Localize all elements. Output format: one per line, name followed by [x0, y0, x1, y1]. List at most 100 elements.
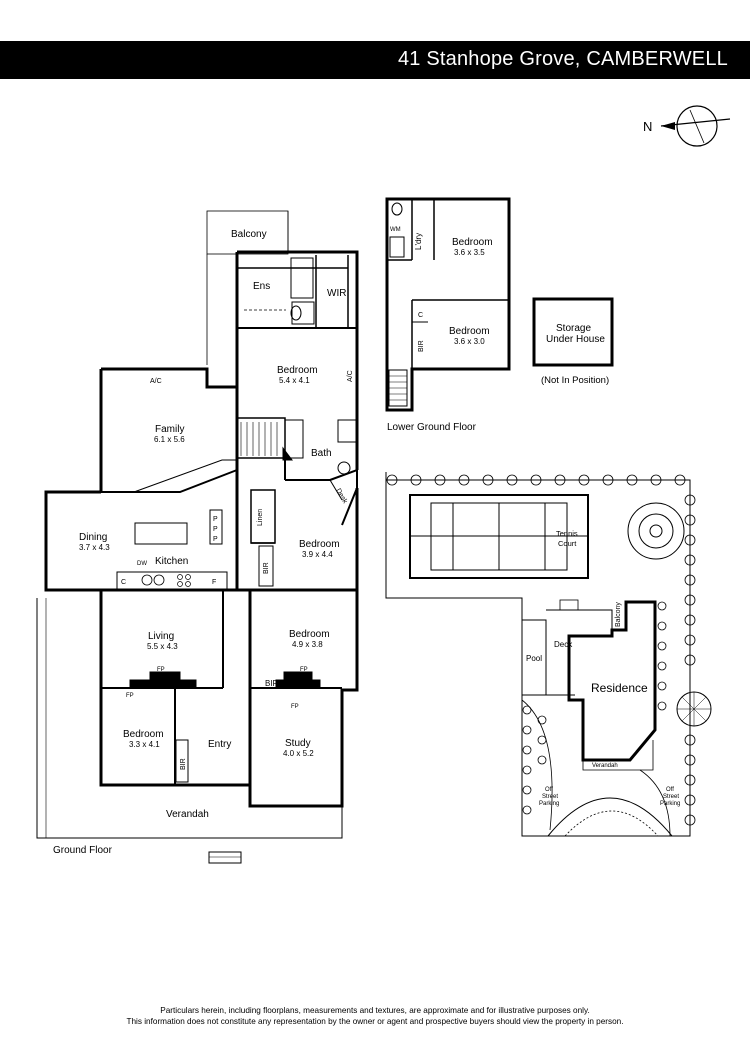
kitchen-island [134, 522, 188, 545]
label-site-deck: Deck [554, 640, 573, 649]
label-study: Study [285, 738, 311, 749]
label-site-verandah: Verandah [592, 763, 618, 769]
label-lg-bedroom-a-dims: 3.6 x 3.5 [454, 248, 485, 257]
label-lg-bedroom-b: Bedroom [449, 326, 490, 337]
label-parking-left-3: Parking [539, 801, 559, 807]
site-plan [385, 472, 712, 837]
label-dining: Dining [79, 532, 107, 543]
label-ground-floor: Ground Floor [53, 845, 113, 856]
lower-ground-floor-labels: WM L'dry Bedroom 3.6 x 3.5 C BIR Bedroom… [387, 227, 493, 433]
label-bedroom-2: Bedroom [299, 539, 340, 550]
shower-icon [291, 301, 315, 325]
lower-ground-floor-plan [385, 197, 511, 412]
label-residence: Residence [591, 681, 648, 695]
lower-walls [99, 590, 250, 787]
verandah-steps [208, 851, 242, 864]
label-lg-bir: BIR [418, 340, 425, 352]
label-fp-4: FP [291, 704, 299, 710]
sink-icon [141, 574, 153, 586]
lg-toilet-icon [391, 202, 403, 216]
label-bedroom-4: Bedroom [123, 729, 164, 740]
label-entry: Entry [208, 739, 231, 750]
label-pantry-1: P [213, 516, 218, 523]
dining-walls [44, 490, 101, 592]
label-fridge: F [212, 579, 216, 586]
label-storage-2: Under House [546, 334, 605, 345]
compass-circle-icon [676, 105, 718, 147]
pantry [209, 509, 223, 545]
storage-outline [532, 297, 614, 367]
bathtub-icon [290, 257, 314, 299]
label-parking-right-3: Parking [660, 801, 680, 807]
label-bath: Bath [311, 448, 332, 459]
fireplace-study-icon [275, 671, 321, 689]
compass-north-label: N [643, 119, 652, 134]
disclaimer: Particulars herein, including floorplans… [0, 1005, 750, 1027]
label-wir: WIR [327, 288, 346, 299]
label-linen: Linen [257, 509, 264, 526]
label-ldry: L'dry [414, 233, 423, 250]
label-kitchen: Kitchen [155, 556, 188, 567]
label-bedroom-3-dims: 4.9 x 3.8 [292, 640, 323, 649]
label-master-bedroom: Bedroom [277, 365, 318, 376]
label-cupboard: C [121, 579, 126, 586]
verandah-outline [36, 598, 343, 839]
label-lg-bedroom-b-dims: 3.6 x 3.0 [454, 337, 485, 346]
label-bedroom-3: Bedroom [289, 629, 330, 640]
label-fp-3: FP [300, 667, 308, 673]
tree-row-top-icon [386, 474, 686, 486]
disclaimer-line-1: Particulars herein, including floorplans… [160, 1006, 590, 1015]
label-lg-bedroom-a: Bedroom [452, 237, 493, 248]
label-living-dims: 5.5 x 4.3 [147, 642, 178, 651]
bir-cupboard-1 [258, 545, 274, 587]
lg-laundry-tub [389, 236, 405, 258]
label-bir-3: BIR [180, 758, 187, 770]
stairs-icon [236, 417, 286, 459]
label-bir-2: BIR [265, 679, 279, 688]
label-family: Family [155, 424, 184, 435]
site-steps [559, 599, 579, 611]
label-master-bedroom-dims: 5.4 x 4.1 [279, 376, 310, 385]
family-walls [101, 367, 237, 389]
label-parking-right-1: Off [666, 787, 674, 793]
label-storage-note: (Not In Position) [541, 375, 609, 386]
label-family-dims: 6.1 x 5.6 [154, 435, 185, 444]
label-verandah: Verandah [166, 809, 209, 820]
label-site-balcony: Balcony [615, 602, 622, 627]
compass: N [643, 105, 731, 147]
ground-floor-plan [36, 210, 359, 864]
bath-tub-icon [284, 419, 304, 459]
title-bar: 41 Stanhope Grove, CAMBERWELL [0, 41, 750, 79]
label-dw: DW [137, 561, 147, 567]
residence-outline [567, 600, 657, 762]
label-living: Living [148, 631, 174, 642]
label-desk: Desk [334, 488, 348, 506]
site-plan-labels: Tennis Court Balcony Deck Pool Residence… [526, 529, 680, 807]
label-parking-right-2: Street [663, 794, 679, 800]
tree-row-right-icon [657, 494, 696, 826]
label-bedroom-2-dims: 3.9 x 4.4 [302, 550, 333, 559]
property-address: 41 Stanhope Grove, CAMBERWELL [397, 48, 728, 70]
label-pantry-3: P [213, 536, 218, 543]
label-fp-1: FP [157, 667, 165, 673]
driveway-arc [547, 797, 673, 837]
lower-ground-walls [385, 197, 511, 412]
label-pantry-2: P [213, 526, 218, 533]
label-ens: Ens [253, 281, 270, 292]
bir-cupboard-3 [175, 739, 189, 783]
label-study-dims: 4.0 x 5.2 [283, 749, 314, 758]
label-parking-left-2: Street [542, 794, 558, 800]
site-boundary [385, 472, 691, 837]
storage-block: Storage Under House (Not In Position) [532, 297, 614, 386]
kitchen-bench [116, 571, 228, 590]
label-ac-family: A/C [150, 378, 162, 385]
cooktop-icon [177, 574, 183, 580]
label-lg-cupboard: C [418, 312, 423, 319]
compass-arrow-icon [661, 122, 675, 130]
label-lower-ground-floor: Lower Ground Floor [387, 422, 477, 433]
label-tennis-1: Tennis [556, 529, 578, 538]
label-parking-left-1: Off [545, 787, 553, 793]
bath-shower-icon [337, 419, 359, 443]
label-storage-1: Storage [556, 323, 591, 334]
